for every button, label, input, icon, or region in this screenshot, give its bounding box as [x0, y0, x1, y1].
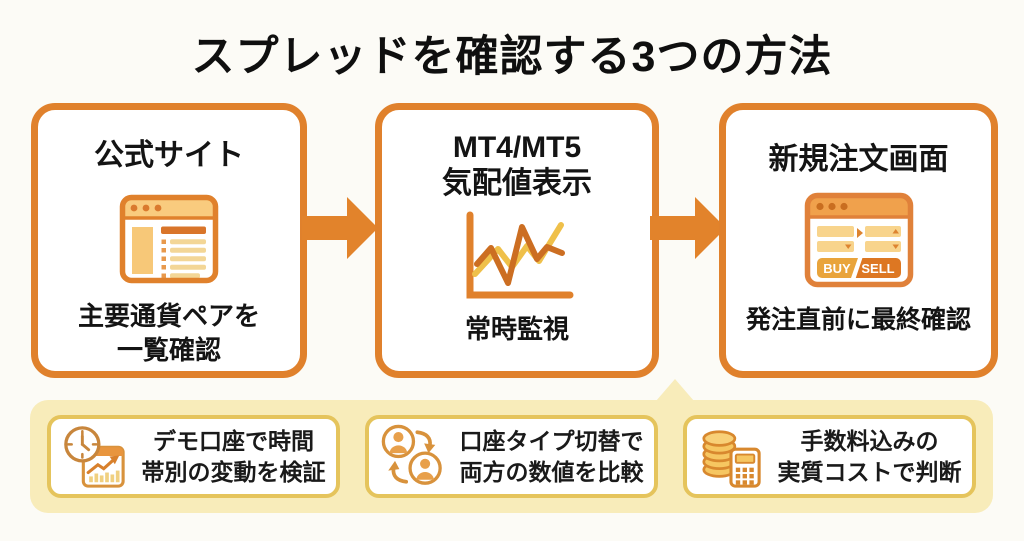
- step2-caption: 常時監視: [464, 314, 569, 344]
- tip1-line1: デモ口座で時間: [153, 427, 314, 454]
- browser-list-icon: [119, 194, 219, 284]
- tip2-text: 口座タイプ切替で 両方の数値を比較: [449, 426, 654, 487]
- tips-banner: デモ口座で時間 帯別の変動を検証 口座タイプ切替で 両方の数値を比較: [30, 400, 993, 513]
- tip-card-account-type: 口座タイプ切替で 両方の数値を比較: [365, 415, 658, 498]
- step2-heading: MT4/MT5 気配値表示: [442, 130, 592, 202]
- banner-notch: [656, 379, 694, 401]
- tip3-text: 手数料込みの 実質コストで判断: [767, 426, 972, 487]
- tip-card-real-cost: 手数料込みの 実質コストで判断: [683, 415, 976, 498]
- step-box-mt4-mt5: MT4/MT5 気配値表示 常時監視: [375, 103, 659, 378]
- order-window-icon: BUY SELL: [804, 192, 913, 288]
- step3-caption: 発注直前に最終確認: [745, 306, 971, 334]
- tip2-line1: 口座タイプ切替で: [459, 427, 644, 454]
- clock-bar-chart-icon: [64, 425, 125, 488]
- step-box-official-site: 公式サイト 主要通貨ペアを 一覧確認: [31, 103, 307, 378]
- coins-calculator-icon: [702, 429, 761, 488]
- tip3-line1: 手数料込みの: [800, 427, 939, 454]
- step1-caption-line2: 一覧確認: [116, 334, 221, 365]
- tip-card-demo-account: デモ口座で時間 帯別の変動を検証: [47, 415, 340, 498]
- page-title: スプレッドを確認する3つの方法: [191, 33, 833, 81]
- step1-caption: 主要通貨ペアを 一覧確認: [78, 300, 260, 368]
- arrow-right-icon-2: [650, 197, 726, 259]
- step-box-new-order-screen: 新規注文画面 BUY SELL 発注直前に最終確認: [719, 103, 998, 378]
- tip1-line2: 帯別の変動を検証: [141, 458, 326, 485]
- step3-heading: 新規注文画面: [768, 143, 949, 176]
- buy-label: BUY: [823, 261, 851, 276]
- step1-caption-line1: 主要通貨ペアを: [77, 301, 260, 331]
- sell-label: SELL: [861, 261, 894, 276]
- quote-chart-icon: [466, 211, 573, 299]
- tip1-text: デモ口座で時間 帯別の変動を検証: [131, 426, 336, 487]
- arrow-right-icon-1: [302, 197, 378, 259]
- step2-heading-line1: MT4/MT5: [452, 131, 582, 164]
- step2-heading-line2: 気配値表示: [442, 167, 592, 200]
- tip3-line2: 実質コストで判断: [777, 458, 962, 485]
- tip2-line2: 両方の数値を比較: [459, 458, 644, 485]
- account-switch-icon: [381, 424, 442, 485]
- step1-heading: 公式サイト: [94, 139, 244, 172]
